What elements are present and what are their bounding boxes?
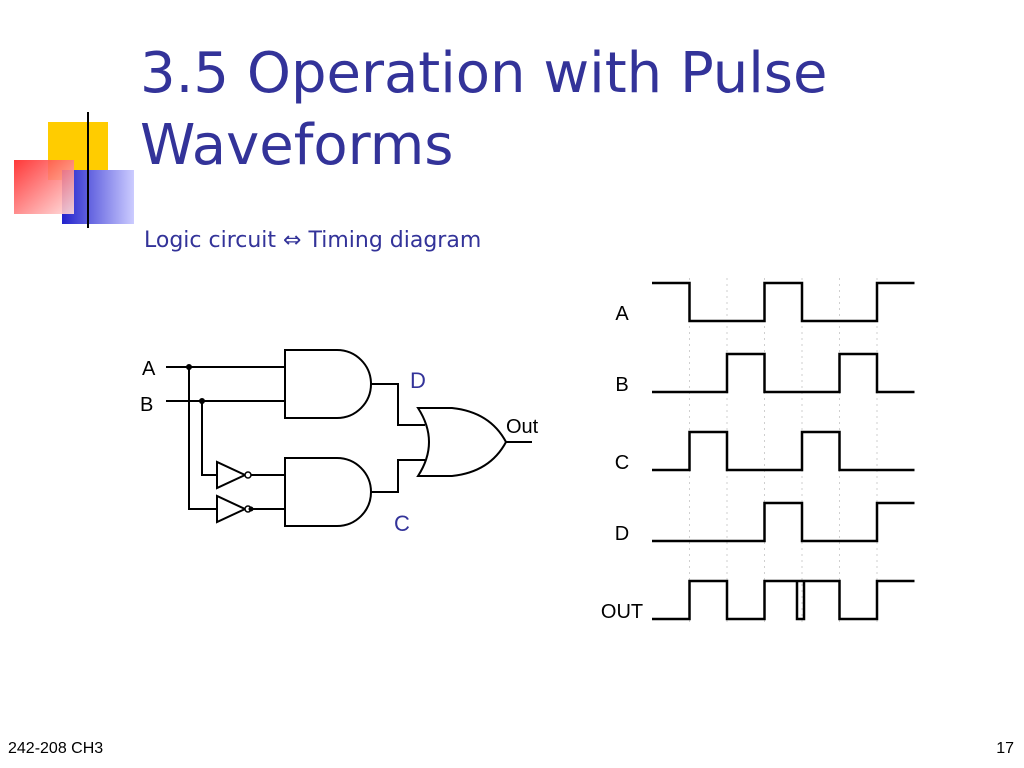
page-number: 17 xyxy=(996,740,1014,757)
deco-red-square xyxy=(14,160,74,214)
wire-b-branch xyxy=(201,401,217,476)
inverter-a xyxy=(216,494,248,524)
junction-nota xyxy=(248,506,254,512)
waveform-d xyxy=(652,501,915,543)
node-d-label: D xyxy=(410,368,426,393)
wire-a-branch xyxy=(188,367,217,510)
timing-labels: A B C D OUT xyxy=(601,303,643,623)
signal-label-a: A xyxy=(615,303,629,325)
and-gate-bottom xyxy=(284,457,372,527)
and-gate-top xyxy=(284,349,372,419)
waveform-b xyxy=(652,352,915,394)
signal-label-b: B xyxy=(615,374,628,396)
signal-label-out: OUT xyxy=(601,601,643,623)
output-label: Out xyxy=(506,416,539,438)
timing-gridlines xyxy=(689,278,878,622)
footer-course-code: 242-208 CH3 xyxy=(8,740,104,757)
node-c-label: C xyxy=(394,511,410,536)
or-gate xyxy=(416,407,508,477)
inverter-b xyxy=(216,460,248,490)
title-line-1: 3.5 Operation with Pulse xyxy=(140,41,828,106)
signal-label-c: C xyxy=(615,452,629,474)
timing-waveforms xyxy=(652,281,915,621)
waveform-c xyxy=(652,430,915,472)
waveform-out xyxy=(652,579,915,621)
waveform-a xyxy=(652,281,915,323)
slide-title: 3.5 Operation with Pulse Waveforms xyxy=(140,38,1000,182)
input-a-label: A xyxy=(142,358,156,380)
signal-label-d: D xyxy=(615,523,629,545)
wire-c xyxy=(371,459,425,493)
input-b-label: B xyxy=(140,394,153,416)
title-line-2: Waveforms xyxy=(140,113,454,178)
slide-subtitle: Logic circuit ⇔ Timing diagram xyxy=(144,228,482,253)
wire-d xyxy=(371,383,425,426)
